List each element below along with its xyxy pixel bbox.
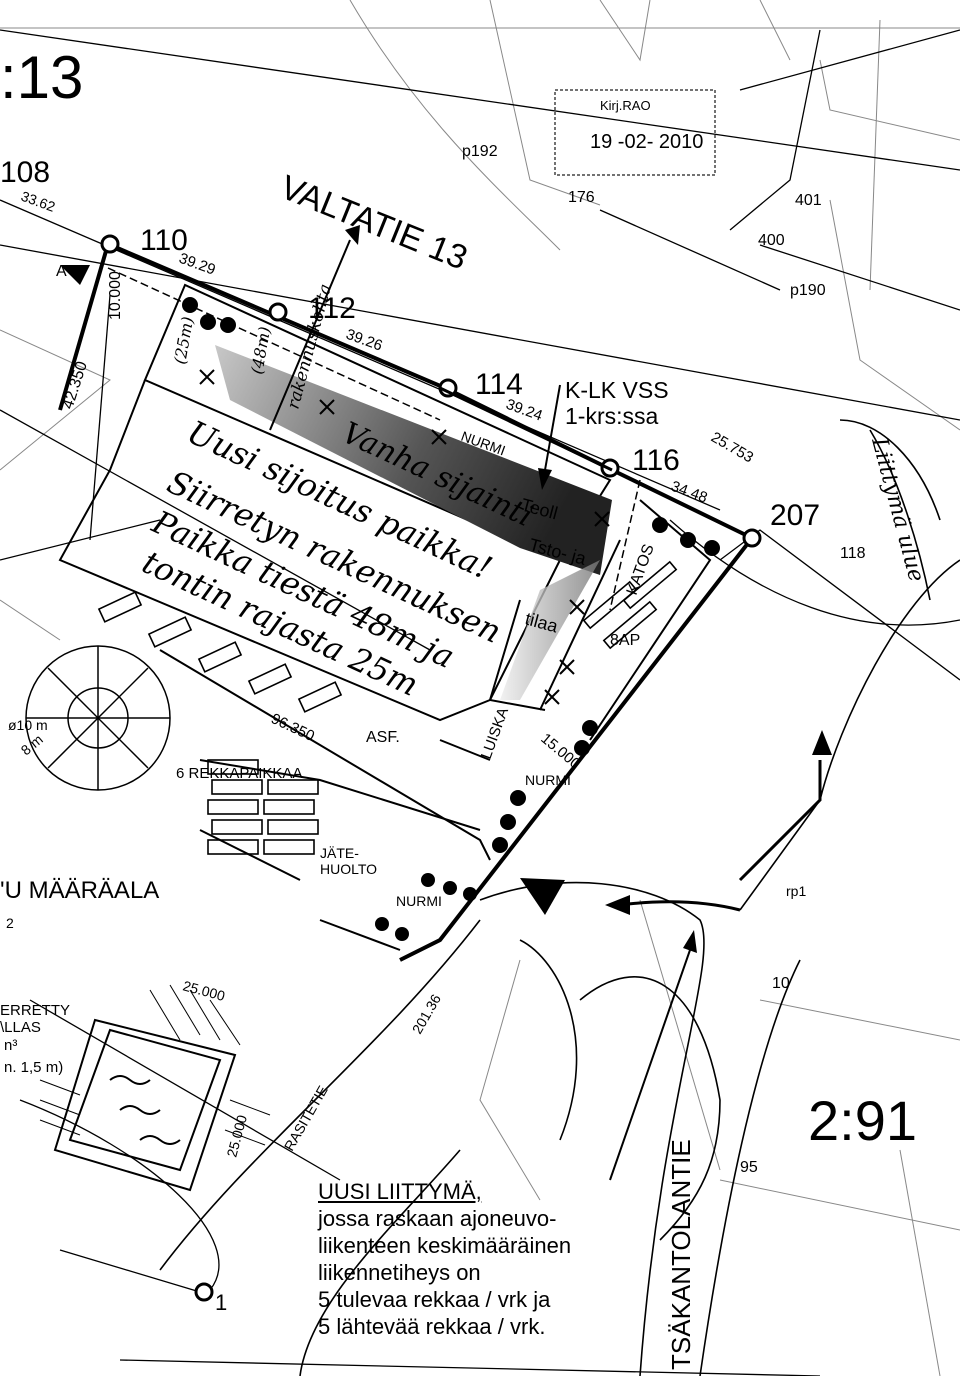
- phi10-label: ø10 m: [8, 717, 48, 733]
- note-line-2: liikenteen keskimääräinen: [318, 1233, 572, 1258]
- parcel-401-label: 401: [795, 192, 822, 209]
- value-96350-label: 96.350: [268, 710, 317, 745]
- asf-label: ASF.: [366, 729, 400, 746]
- handwriting-liittyma: Liittymä ulue: [866, 434, 929, 585]
- basin: [53, 1018, 237, 1192]
- traffic-arrows: [60, 225, 832, 1181]
- boundary-lines: [0, 29, 960, 1376]
- building-shade-lower: [500, 560, 600, 700]
- parcel-95-label: 95: [740, 1159, 758, 1176]
- rp1-label: rp1: [786, 883, 806, 899]
- parcel-114-label: 114: [475, 368, 523, 401]
- parking-stalls: [97, 560, 678, 855]
- nurmi-label-3: NURMI: [396, 893, 442, 909]
- p190-label: p190: [790, 282, 826, 299]
- value-10000-label: 10.000: [107, 271, 124, 320]
- note-line-5: 5 lähtevää rekkaa / vrk.: [318, 1314, 546, 1339]
- rasitetie-label: RASITETIE: [281, 1083, 331, 1154]
- parcel-176-label: 176: [568, 189, 595, 206]
- old-building-shade: [215, 345, 612, 575]
- value-25000b-label: 25.000: [223, 1113, 250, 1159]
- parcel-400-label: 400: [758, 232, 785, 249]
- value-25753-label: 25.753: [708, 429, 756, 467]
- stamp-line2: 19 -02- 2010: [590, 131, 703, 153]
- jate-label: JÄTE- HUOLTO: [320, 845, 378, 877]
- valtatie-label: VALTATIE 13: [275, 168, 473, 277]
- building-outlines: [58, 283, 712, 951]
- note-title: UUSI LIITTYMÄ,: [318, 1179, 482, 1204]
- handwriting-dim25: (25m): [170, 315, 197, 366]
- m3-label: n³: [4, 1037, 17, 1054]
- stamp-box: [554, 89, 716, 176]
- parcel-207-label: 207: [770, 499, 820, 532]
- parcel-112-label: 112: [308, 292, 356, 325]
- value-25000a-label: 25.000: [181, 977, 227, 1004]
- kantolantie-label: TSÄKANTOLANTIE: [666, 1139, 696, 1370]
- ap8-label: 8AP: [610, 632, 640, 649]
- new-junction-note: UUSI LIITTYMÄ, jossa raskaan ajoneuvo- l…: [318, 1178, 571, 1340]
- rekka-label: 6 REKKAPAIKKAA: [176, 765, 302, 782]
- note-line-1: jossa raskaan ajoneuvo-: [318, 1206, 557, 1231]
- m15-label: n. 1,5 m): [4, 1059, 63, 1076]
- maaraala-label: 'U MÄÄRÄALA: [0, 877, 159, 904]
- klk-vss-label: K-LK VSS: [565, 377, 669, 403]
- big-291-label: 2:91: [808, 1089, 917, 1152]
- parcel-116-label: 116: [632, 444, 680, 477]
- luiska-label: LUISKA: [478, 705, 512, 761]
- point-1-label: 1: [215, 1290, 227, 1315]
- dimension-crosses: [199, 369, 610, 705]
- note-line-3: liikennetiheys on: [318, 1260, 481, 1285]
- trees: [182, 297, 720, 941]
- num-2-label: 2: [6, 915, 14, 931]
- basin-hatching: [39, 984, 271, 1146]
- errettty-label: ERRETTY: [0, 1002, 70, 1019]
- value-42350-label: 42.350: [60, 359, 91, 411]
- parcel-10-label: 10: [772, 975, 790, 992]
- label-a: A: [56, 263, 67, 280]
- turning-circle: [25, 645, 171, 791]
- phi8-label: 8 m: [18, 731, 46, 758]
- parcel-118-label: 118: [840, 545, 866, 562]
- survey-point-label: p192: [462, 143, 498, 160]
- krs-label: 1-krs:ssa: [565, 403, 659, 429]
- nurmi-label-2: NURMI: [525, 772, 571, 788]
- road-number-label: :13: [0, 44, 83, 111]
- llas-label: \LLAS: [0, 1019, 41, 1036]
- parcel-108-label: 108: [0, 156, 50, 189]
- road-edges: [159, 419, 960, 1376]
- stamp-line1: Kirj.RAO: [600, 98, 651, 113]
- note-line-4: 5 tulevaa rekkaa / vrk ja: [318, 1287, 551, 1312]
- parcel-110-label: 110: [140, 224, 188, 257]
